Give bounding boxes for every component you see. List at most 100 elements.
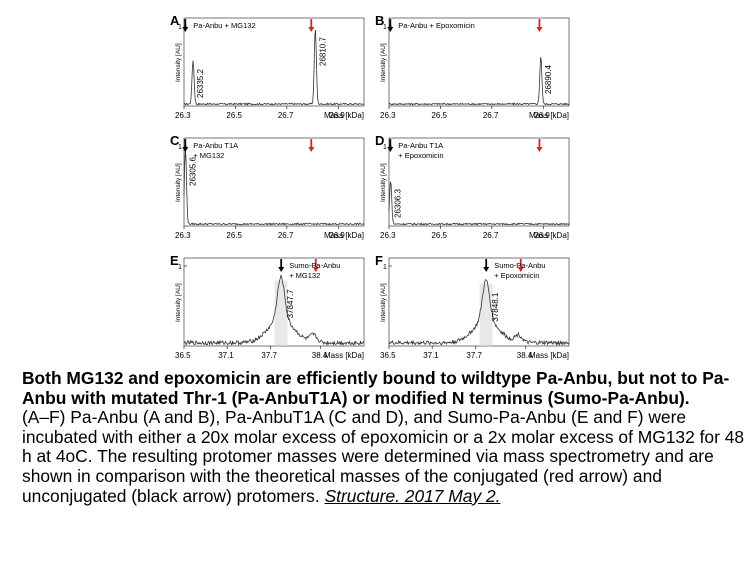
y-tick-label: 1 bbox=[383, 24, 387, 31]
x-tick-label: 26.7 bbox=[278, 111, 294, 120]
panel-legend-text: Sumo-Pa-Anbu bbox=[494, 261, 545, 270]
y-axis-label: Intensity [AU] bbox=[175, 283, 182, 322]
x-tick-label: 37.7 bbox=[261, 351, 277, 360]
x-tick-label: 36.5 bbox=[380, 351, 396, 360]
x-tick-label: 37.1 bbox=[218, 351, 234, 360]
peak-mass-label: 26335.2 bbox=[196, 69, 205, 98]
x-tick-label: 26.3 bbox=[175, 111, 191, 120]
x-tick-label: 26.9 bbox=[329, 231, 345, 240]
panel-legend-text: Pa-Anbu + MG132 bbox=[193, 21, 255, 30]
conjugated-arrowhead bbox=[536, 147, 543, 152]
x-axis-label: Mass [kDa] bbox=[529, 111, 569, 120]
caption-reference-link[interactable]: Structure. 2017 May 2. bbox=[324, 485, 501, 506]
x-tick-label: 26.7 bbox=[483, 111, 499, 120]
x-tick-label: 26.5 bbox=[431, 231, 447, 240]
peak-mass-label: 26306.3 bbox=[394, 189, 403, 218]
x-axis-label: Mass [kDa] bbox=[324, 351, 364, 360]
unconjugated-arrowhead bbox=[278, 267, 285, 272]
x-tick-label: 37.7 bbox=[466, 351, 482, 360]
panel-legend-text: + MG132 bbox=[193, 151, 224, 160]
x-tick-label: 26.9 bbox=[534, 111, 550, 120]
plot-frame bbox=[388, 257, 570, 347]
spectrum-trace bbox=[183, 29, 365, 106]
y-tick-label: 1 bbox=[178, 144, 182, 151]
x-tick-label: 26.3 bbox=[175, 231, 191, 240]
panel-legend-text: Pa-Anbu T1A bbox=[398, 141, 443, 150]
panel-letter: F bbox=[375, 253, 383, 268]
spectrum-trace bbox=[388, 181, 570, 226]
x-tick-label: 26.5 bbox=[431, 111, 447, 120]
x-tick-label: 26.3 bbox=[380, 231, 396, 240]
x-tick-label: 26.9 bbox=[329, 111, 345, 120]
plot-frame bbox=[388, 17, 570, 107]
y-axis-label: Intensity [AU] bbox=[175, 163, 182, 202]
x-tick-label: 26.7 bbox=[278, 231, 294, 240]
y-axis-label: Intensity [AU] bbox=[380, 283, 387, 322]
panel-legend-text: Pa-Anbu + Epoxomicin bbox=[398, 21, 475, 30]
spectrum-trace bbox=[388, 57, 570, 106]
plot-frame bbox=[183, 257, 365, 347]
panel-letter: B bbox=[375, 13, 384, 28]
peak-shading bbox=[479, 283, 493, 346]
x-tick-label: 38.4 bbox=[517, 351, 533, 360]
peak-mass-label: 26890.4 bbox=[544, 65, 553, 94]
unconjugated-arrowhead bbox=[483, 267, 490, 272]
plot-frame bbox=[388, 137, 570, 227]
caption-title: Both MG132 and epoxomicin are efficientl… bbox=[22, 368, 730, 408]
x-tick-label: 38.4 bbox=[312, 351, 328, 360]
conjugated-arrowhead bbox=[308, 27, 315, 32]
y-tick-label: 1 bbox=[383, 264, 387, 271]
x-tick-label: 26.5 bbox=[226, 111, 242, 120]
peak-mass-label: 37847.7 bbox=[286, 289, 295, 318]
panel-letter: D bbox=[375, 133, 384, 148]
peak-mass-label: 26810.7 bbox=[318, 37, 327, 66]
y-tick-label: 1 bbox=[383, 144, 387, 151]
unconjugated-arrowhead bbox=[182, 27, 189, 32]
panel-letter: A bbox=[170, 13, 180, 28]
spectrum-trace bbox=[183, 148, 365, 226]
x-tick-label: 26.7 bbox=[483, 231, 499, 240]
panel-letter: C bbox=[170, 133, 180, 148]
x-tick-label: 37.1 bbox=[423, 351, 439, 360]
panel-legend-text: + Epoxomicin bbox=[494, 271, 539, 280]
x-tick-label: 36.5 bbox=[175, 351, 191, 360]
peak-mass-label: 26305.6 bbox=[188, 157, 197, 186]
x-tick-label: 26.5 bbox=[226, 231, 242, 240]
panel-letter: E bbox=[170, 253, 179, 268]
conjugated-arrowhead bbox=[312, 267, 319, 272]
y-tick-label: 1 bbox=[178, 24, 182, 31]
unconjugated-arrowhead bbox=[387, 27, 394, 32]
plot-frame bbox=[183, 17, 365, 107]
x-axis-label: Mass [kDa] bbox=[324, 231, 364, 240]
x-axis-label: Mass [kDa] bbox=[529, 231, 569, 240]
panel-legend-text: Pa-Anbu T1A bbox=[193, 141, 238, 150]
spectrum-trace bbox=[388, 279, 570, 347]
x-tick-label: 26.3 bbox=[380, 111, 396, 120]
y-axis-label: Intensity [AU] bbox=[380, 43, 387, 82]
y-tick-label: 1 bbox=[178, 264, 182, 271]
conjugated-arrowhead bbox=[517, 267, 524, 272]
x-axis-label: Mass [kDa] bbox=[324, 111, 364, 120]
conjugated-arrowhead bbox=[308, 147, 315, 152]
y-axis-label: Intensity [AU] bbox=[175, 43, 182, 82]
x-axis-label: Mass [kDa] bbox=[529, 351, 569, 360]
spectrum-trace bbox=[183, 274, 365, 347]
panel-legend-text: Sumo-Pa-Anbu bbox=[289, 261, 340, 270]
y-axis-label: Intensity [AU] bbox=[380, 163, 387, 202]
unconjugated-arrowhead bbox=[182, 147, 189, 152]
peak-shading bbox=[274, 280, 288, 346]
panel-legend-text: + Epoxomicin bbox=[398, 151, 443, 160]
figure-caption: Both MG132 and epoxomicin are efficientl… bbox=[22, 368, 746, 506]
peak-mass-label: 37848.1 bbox=[491, 292, 500, 321]
conjugated-arrowhead bbox=[536, 27, 543, 32]
panel-legend-text: + MG132 bbox=[289, 271, 320, 280]
x-tick-label: 26.9 bbox=[534, 231, 550, 240]
unconjugated-arrowhead bbox=[387, 147, 394, 152]
